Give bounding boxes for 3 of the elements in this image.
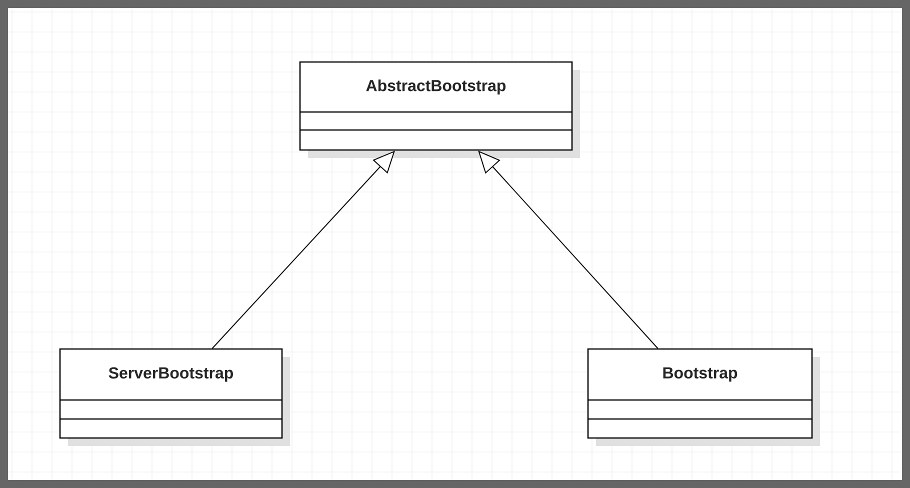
class-box: ServerBootstrap [59,348,290,446]
class-box: Bootstrap [587,348,820,446]
class-box: AbstractBootstrap [299,61,580,158]
